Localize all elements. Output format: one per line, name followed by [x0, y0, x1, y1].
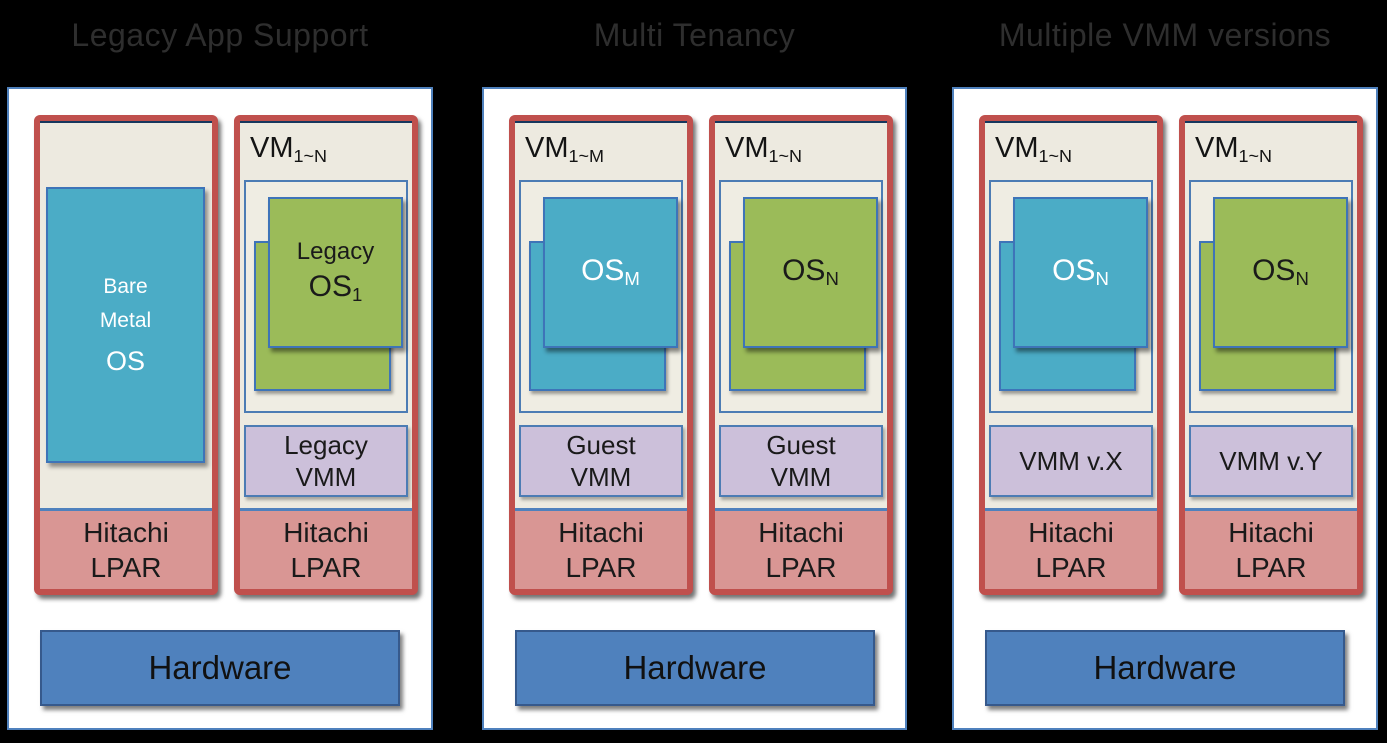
lpar-label-line: Hitachi [83, 517, 169, 548]
vmm-label-line: Legacy [284, 430, 368, 460]
vmm-box: Guest VMM [519, 425, 683, 497]
vmm-box: Legacy VMM [244, 425, 408, 497]
lpar-partition-column: VM1~N Legacy OS1 Legacy VMM Hit [234, 115, 418, 595]
vmm-label-line: VMM [570, 462, 632, 492]
vm-container: Legacy OS1 [244, 180, 408, 413]
lpar-label-line: Hitachi [283, 517, 369, 548]
panel-title: Legacy App Support [71, 17, 369, 53]
lpar-partition-column: Bare Metal OS Hitachi LPAR [34, 115, 218, 595]
vm-label: VM1~N [240, 121, 412, 166]
vm-label-subscript: 1~N [293, 146, 327, 167]
vmm-box: Guest VMM [719, 425, 883, 497]
vm-label-base: VM [995, 132, 1039, 164]
panel-group-multi-tenancy: Multi Tenancy VM1~M OSM Guest [482, 0, 907, 743]
vm-label-base: VM [250, 132, 294, 164]
vm-label-base: VM [525, 132, 569, 164]
lpar-label-line: Hitachi [1028, 517, 1114, 548]
panel-legacy-app-support: Bare Metal OS Hitachi LPAR VM1~N Legacy [7, 87, 433, 730]
vmm-label-line: Guest [566, 430, 636, 460]
lpar-partition-column: VM1~N OSN Guest VMM Hitachi [709, 115, 893, 595]
os-label-subscript: M [624, 268, 640, 290]
bare-metal-os-box: Bare Metal OS [46, 187, 205, 463]
lpar-label-line: LPAR [1235, 552, 1307, 583]
vm-label-subscript: 1~N [1038, 146, 1072, 167]
vm-container: OSN [719, 180, 883, 413]
os-box-front: OSM [543, 197, 678, 348]
hitachi-lpar-band: Hitachi LPAR [515, 508, 687, 589]
hardware-box: Hardware [515, 630, 875, 706]
hitachi-lpar-band: Hitachi LPAR [715, 508, 887, 589]
vmm-box: VMM v.X [989, 425, 1153, 497]
lpar-label-line: Hitachi [558, 517, 644, 548]
vm-label-subscript: 1~M [568, 146, 604, 167]
bare-os-label-line: Metal [99, 309, 152, 332]
hitachi-lpar-band: Hitachi LPAR [1185, 508, 1357, 589]
os-box-front: Legacy OS1 [268, 197, 403, 348]
hitachi-lpar-band: Hitachi LPAR [240, 508, 412, 589]
vm-container: OSN [989, 180, 1153, 413]
os-label-base: OS [308, 270, 352, 303]
bare-os-label-line: Bare [103, 275, 148, 298]
vm-label-subscript: 1~N [768, 146, 802, 167]
hardware-box: Hardware [985, 630, 1345, 706]
lpar-label-line: Hitachi [1228, 517, 1314, 548]
vm-label: VM1~N [1185, 121, 1357, 166]
vmm-label-line: VMM [770, 462, 832, 492]
lpar-partition-column: VM1~M OSM Guest VMM Hitachi [509, 115, 693, 595]
os-box-front: OSN [1013, 197, 1148, 348]
panel-title: Multiple VMM versions [998, 17, 1332, 53]
hitachi-lpar-band: Hitachi LPAR [40, 508, 212, 589]
lpar-label-line: LPAR [765, 552, 837, 583]
panel-multiple-vmm-versions: VM1~N OSN VMM v.X Hitachi [952, 87, 1378, 730]
os-label-base: OS [581, 254, 625, 287]
vmm-label-line: VMM [295, 462, 357, 492]
hitachi-lpar-band: Hitachi LPAR [985, 508, 1157, 589]
os-label: OSM [581, 252, 640, 293]
lpar-partition-column: VM1~N OSN VMM v.X Hitachi [979, 115, 1163, 595]
os-label: OS1 [309, 268, 363, 309]
vm-label: VM1~N [985, 121, 1157, 166]
vm-container: OSN [1189, 180, 1353, 413]
vm-label-subscript: 1~N [1238, 146, 1272, 167]
lpar-partition-column: VM1~N OSN VMM v.Y Hitachi [1179, 115, 1363, 595]
os-box-front: OSN [1213, 197, 1348, 348]
os-label: OSN [782, 252, 839, 293]
lpar-label-line: LPAR [565, 552, 637, 583]
os-label-base: OS [1252, 254, 1296, 287]
vm-label: VM1~N [715, 121, 887, 166]
vmm-label-line: Guest [766, 430, 836, 460]
os-label: OSN [1052, 252, 1109, 293]
lpar-label-line: LPAR [90, 552, 162, 583]
os-label-subscript: N [825, 268, 839, 290]
hardware-box: Hardware [40, 630, 400, 706]
panel-multi-tenancy: VM1~M OSM Guest VMM Hitachi [482, 87, 907, 730]
bare-os-label-big: OS [105, 346, 145, 376]
vm-label: VM1~M [515, 121, 687, 166]
os-box-front: OSN [743, 197, 878, 348]
os-label-base: OS [782, 254, 826, 287]
lpar-label-line: Hitachi [758, 517, 844, 548]
panel-title: Multi Tenancy [593, 17, 796, 53]
vm-label-base: VM [725, 132, 769, 164]
vmm-label-line: VMM v.X [1019, 446, 1123, 476]
vm-container: OSM [519, 180, 683, 413]
os-label-base: OS [1052, 254, 1096, 287]
os-label-subscript: N [1295, 268, 1309, 290]
vmm-label-line: VMM v.Y [1219, 446, 1323, 476]
os-label-subscript: 1 [352, 284, 363, 306]
os-label: OSN [1252, 252, 1309, 293]
lpar-label-line: LPAR [290, 552, 362, 583]
os-label-line: Legacy [296, 238, 375, 265]
os-label-subscript: N [1095, 268, 1109, 290]
panel-group-multiple-vmm-versions: Multiple VMM versions VM1~N OSN VMM [952, 0, 1378, 743]
lpar-label-line: LPAR [1035, 552, 1107, 583]
panel-group-legacy-app-support: Legacy App Support Bare Metal OS Hitachi… [7, 0, 433, 743]
vmm-box: VMM v.Y [1189, 425, 1353, 497]
vm-label-base: VM [1195, 132, 1239, 164]
